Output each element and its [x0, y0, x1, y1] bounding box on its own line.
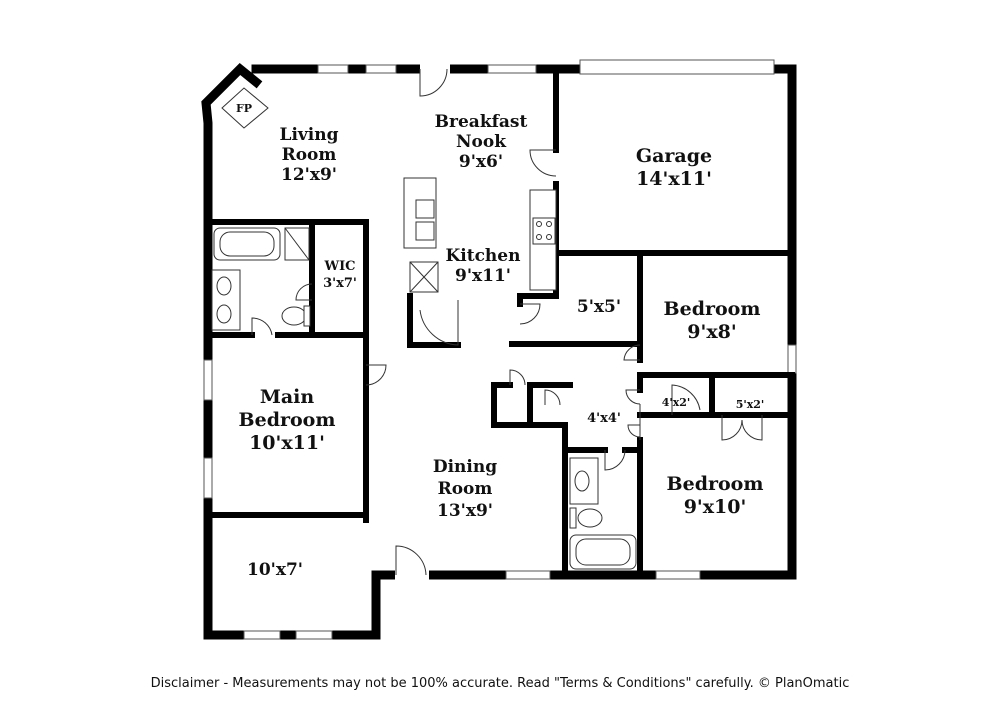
toilet-icon [281, 306, 307, 326]
stove-icon [532, 217, 556, 245]
closet-5x2-dims: 5'x2' [736, 398, 765, 411]
window [317, 64, 349, 74]
hall-dims: 4'x4' [587, 411, 621, 426]
fixtures [211, 177, 637, 570]
fireplace-label: FP [236, 102, 252, 115]
window [243, 630, 281, 640]
toilet-icon [577, 508, 603, 528]
dining-room-name-1: Dining [433, 457, 497, 477]
window [505, 570, 551, 580]
closet-4x2-dims: 4'x2' [662, 396, 691, 409]
bedroom-upper-name: Bedroom [664, 298, 761, 320]
main-bedroom-dims: 10'x11' [249, 432, 325, 454]
window [365, 64, 397, 74]
window [203, 359, 213, 401]
bedroom-lower-name: Bedroom [667, 473, 764, 495]
living-room-dims: 12'x9' [281, 165, 337, 185]
south-door [395, 545, 429, 581]
breakfast-nook-name-1: Breakfast [435, 112, 528, 132]
wic-dims: 3'x7' [323, 276, 357, 291]
main-bedroom-name-1: Main [260, 386, 315, 408]
vanity-icon [569, 457, 599, 505]
kitchen-dims: 9'x11' [455, 266, 511, 286]
front-door [419, 63, 450, 97]
window [655, 570, 701, 580]
living-room-name-2: Room [282, 145, 337, 165]
window [203, 457, 213, 499]
wic-name: WIC [323, 259, 355, 274]
fireplace [221, 87, 269, 129]
kitchen-name: Kitchen [446, 246, 521, 266]
main-bedroom-name-2: Bedroom [239, 409, 336, 431]
window [487, 64, 537, 74]
room-labels: FP Living Room 12'x9' Breakfast Nook 9'x… [236, 102, 764, 580]
garage-name: Garage [636, 145, 712, 167]
window [787, 344, 797, 374]
garage-dims: 14'x11' [636, 168, 712, 190]
vanity-icon [211, 269, 241, 331]
disclaimer-text: Disclaimer - Measurements may not be 100… [150, 676, 850, 691]
dining-room-name-2: Room [438, 479, 493, 499]
breakfast-nook-dims: 9'x6' [459, 152, 503, 172]
bedroom-lower-dims: 9'x10' [684, 496, 747, 518]
window [295, 630, 333, 640]
exterior-walls [201, 62, 797, 640]
bedroom-upper-dims: 9'x8' [687, 321, 736, 343]
living-room-name-1: Living [280, 125, 339, 145]
dining-room-dims: 13'x9' [437, 501, 493, 521]
garage-door [579, 59, 775, 75]
interior-walls [205, 66, 795, 578]
interior-doors [251, 149, 763, 471]
breakfast-nook-name-2: Nook [456, 132, 507, 152]
sink-icon [415, 199, 435, 219]
room-10x7-dims: 10'x7' [247, 560, 303, 580]
west-wall [201, 62, 263, 640]
storage-dims: 5'x5' [577, 297, 621, 317]
windows [203, 64, 797, 640]
